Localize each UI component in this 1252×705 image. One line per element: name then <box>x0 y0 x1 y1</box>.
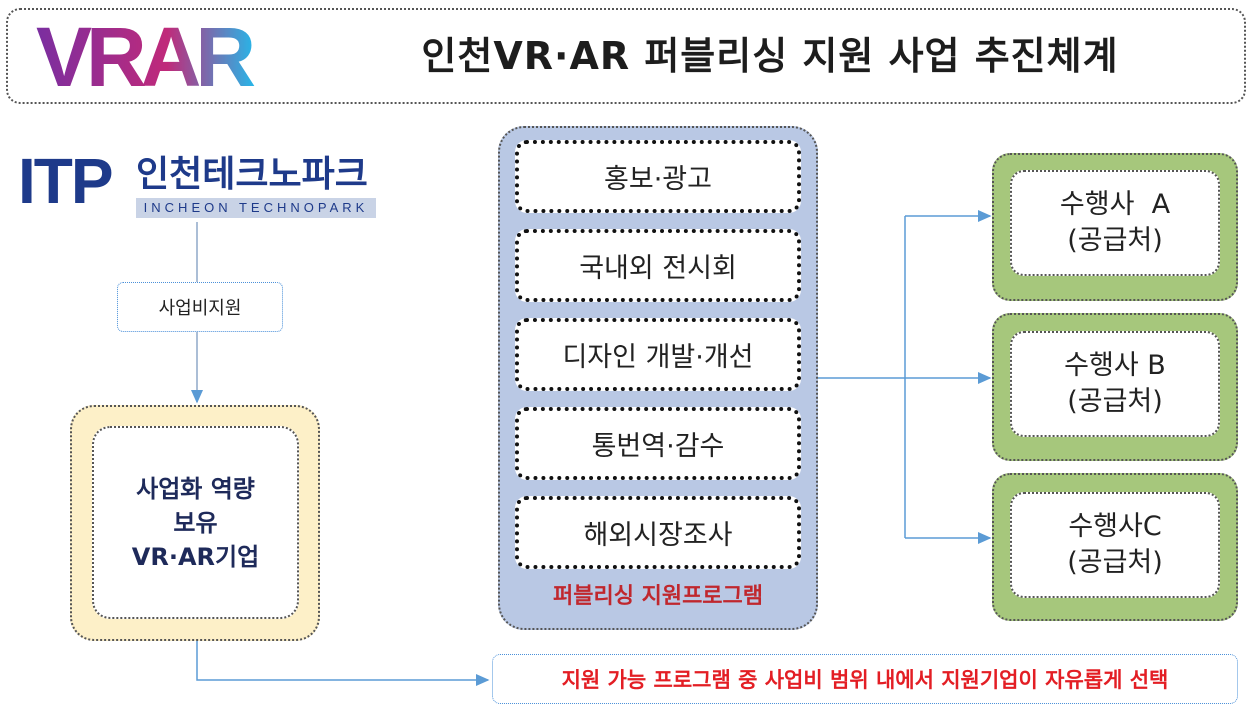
vrar-logo-text: VRAR <box>36 16 254 94</box>
supplier-a-inner: 수행사 A (공급처) <box>1010 170 1220 276</box>
itp-logo-name-ko: 인천테크노파크 <box>136 154 368 195</box>
supplier-c-name: 수행사C <box>1068 511 1162 542</box>
company-line-1: 사업화 역량 <box>136 474 255 503</box>
company-line-3: VR·AR기업 <box>131 542 260 571</box>
itp-logo-letters: ITP <box>18 145 114 217</box>
program-item-exhibition: 국내외 전시회 <box>515 229 801 302</box>
funding-label: 사업비지원 <box>117 282 283 332</box>
supplier-c-sub: (공급처) <box>1067 547 1163 578</box>
company-line-2: 보유 <box>173 508 218 537</box>
company-to-note-arrow <box>196 641 490 686</box>
supplier-c-inner: 수행사C (공급처) <box>1010 492 1220 598</box>
program-item-design: 디자인 개발·개선 <box>515 318 801 391</box>
program-item-translation: 통번역·감수 <box>515 407 801 480</box>
program-label: 퍼블리싱 지원프로그램 <box>552 584 764 609</box>
supplier-a-name: 수행사 A <box>1059 189 1171 220</box>
company-box-inner: 사업화 역량 보유 VR·AR기업 <box>92 426 299 619</box>
supplier-b-inner: 수행사 B (공급처) <box>1010 331 1220 437</box>
supplier-b-name: 수행사 B <box>1064 350 1166 381</box>
program-item-promotion: 홍보·광고 <box>515 140 801 213</box>
selection-note: 지원 가능 프로그램 중 사업비 범위 내에서 지원기업이 자유롭게 선택 <box>492 654 1238 704</box>
supplier-b-sub: (공급처) <box>1067 386 1163 417</box>
itp-logo-name-en: INCHEON TECHNOPARK <box>143 200 369 215</box>
vrar-logo: VRAR <box>36 16 260 94</box>
itp-logo-band <box>136 198 376 218</box>
page-title: 인천VR·AR 퍼블리싱 지원 사업 추진체계 <box>421 33 1119 78</box>
title-banner <box>6 8 1246 104</box>
supplier-a-sub: (공급처) <box>1067 225 1163 256</box>
program-item-market-research: 해외시장조사 <box>515 496 801 569</box>
